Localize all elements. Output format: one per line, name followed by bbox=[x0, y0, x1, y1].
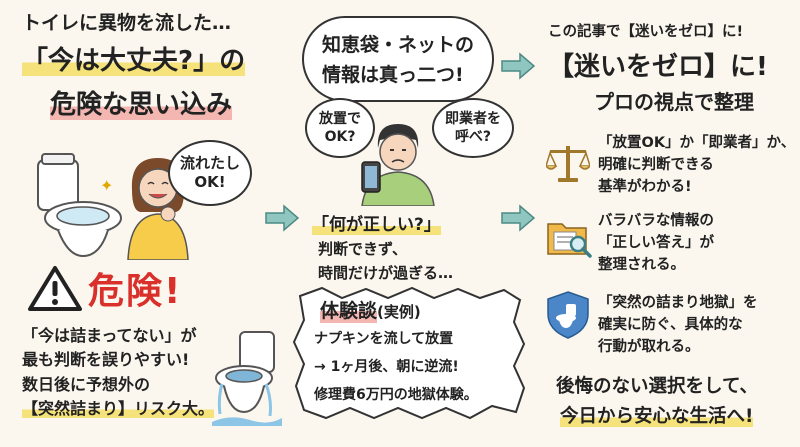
danger-label: 危険! bbox=[88, 271, 183, 312]
left-title-line3: 危険な思い込み bbox=[50, 90, 233, 120]
item3-line2: 確実に防ぐ、具体的な bbox=[598, 317, 743, 333]
left-body-line3: 数日後に予想外の bbox=[22, 375, 151, 394]
item1-line2: 明確に判断できる bbox=[598, 157, 714, 173]
man-with-phone-icon bbox=[361, 124, 435, 206]
overflow-toilet-icon bbox=[212, 331, 282, 426]
left-title-line2: 「今は大丈夫?」の bbox=[22, 46, 246, 76]
cloud-line2: 情報は真っ二つ! bbox=[322, 64, 464, 86]
item2-line1: バラバラな情報の bbox=[598, 213, 714, 229]
experience-line1: ナプキンを流して放置 bbox=[314, 331, 454, 347]
left-body-line1: 「今は詰まってない」が bbox=[22, 326, 197, 345]
toilet-icon bbox=[37, 153, 122, 258]
left-body-line4: 【突然詰まり】リスク大。 bbox=[22, 399, 215, 418]
item2-line2: 「正しい答え」が bbox=[598, 235, 714, 251]
bubble-leave-ok: 放置で OK? bbox=[305, 98, 375, 158]
arrow-right-icon bbox=[501, 204, 536, 232]
item1-line3: 基準がわかる! bbox=[598, 179, 692, 195]
woman-speech-bubble: 流れたし OK! bbox=[168, 140, 252, 206]
right-intro: この記事で【迷いをゼロ】に! bbox=[548, 24, 744, 40]
item1-line1: 「放置OK」か「即業者」か、 bbox=[598, 135, 796, 151]
warning-icon bbox=[28, 266, 82, 311]
experience-line3: 修理費6万円の地獄体験。 bbox=[314, 387, 478, 403]
item3-line3: 行動が取れる。 bbox=[598, 339, 700, 355]
right-headline2: プロの視点で整理 bbox=[594, 90, 754, 114]
cloud-line1: 知恵袋・ネットの bbox=[322, 34, 475, 56]
question-line3: 時間だけが過ぎる… bbox=[318, 264, 454, 282]
item3-line1: 「突然の詰まり地獄」を bbox=[598, 295, 758, 311]
left-title-line1: トイレに異物を流した… bbox=[22, 12, 232, 34]
experience-sub: (実例) bbox=[377, 303, 421, 321]
question-line2: 判断できず、 bbox=[318, 240, 407, 258]
experience-title: 体験談 bbox=[320, 296, 378, 323]
folder-search-icon bbox=[547, 223, 592, 258]
experience-title-row: 体験談 (実例) bbox=[320, 296, 421, 323]
question-line1: 「何が正しい?」 bbox=[312, 215, 441, 235]
item2-line3: 整理される。 bbox=[598, 257, 685, 273]
right-headline1: 【迷いをゼロ】に! bbox=[548, 52, 768, 82]
bubble-call-pro: 即業者を 呼べ? bbox=[432, 98, 514, 158]
sparkle-icon: ✦ bbox=[100, 176, 114, 195]
scale-icon bbox=[546, 146, 590, 182]
closing-line2: 今日から安心な生活へ! bbox=[560, 406, 754, 427]
arrow-right-icon bbox=[501, 52, 536, 80]
arrow-right-icon bbox=[265, 204, 300, 232]
left-body-line2: 最も判断を誤りやすい! bbox=[22, 350, 190, 369]
closing-line1: 後悔のない選択をして、 bbox=[556, 376, 759, 397]
shield-toilet-icon bbox=[547, 291, 589, 339]
thought-cloud bbox=[302, 16, 494, 102]
woman-icon bbox=[127, 158, 189, 260]
experience-line2: → 1ヶ月後、朝に逆流! bbox=[314, 359, 459, 375]
